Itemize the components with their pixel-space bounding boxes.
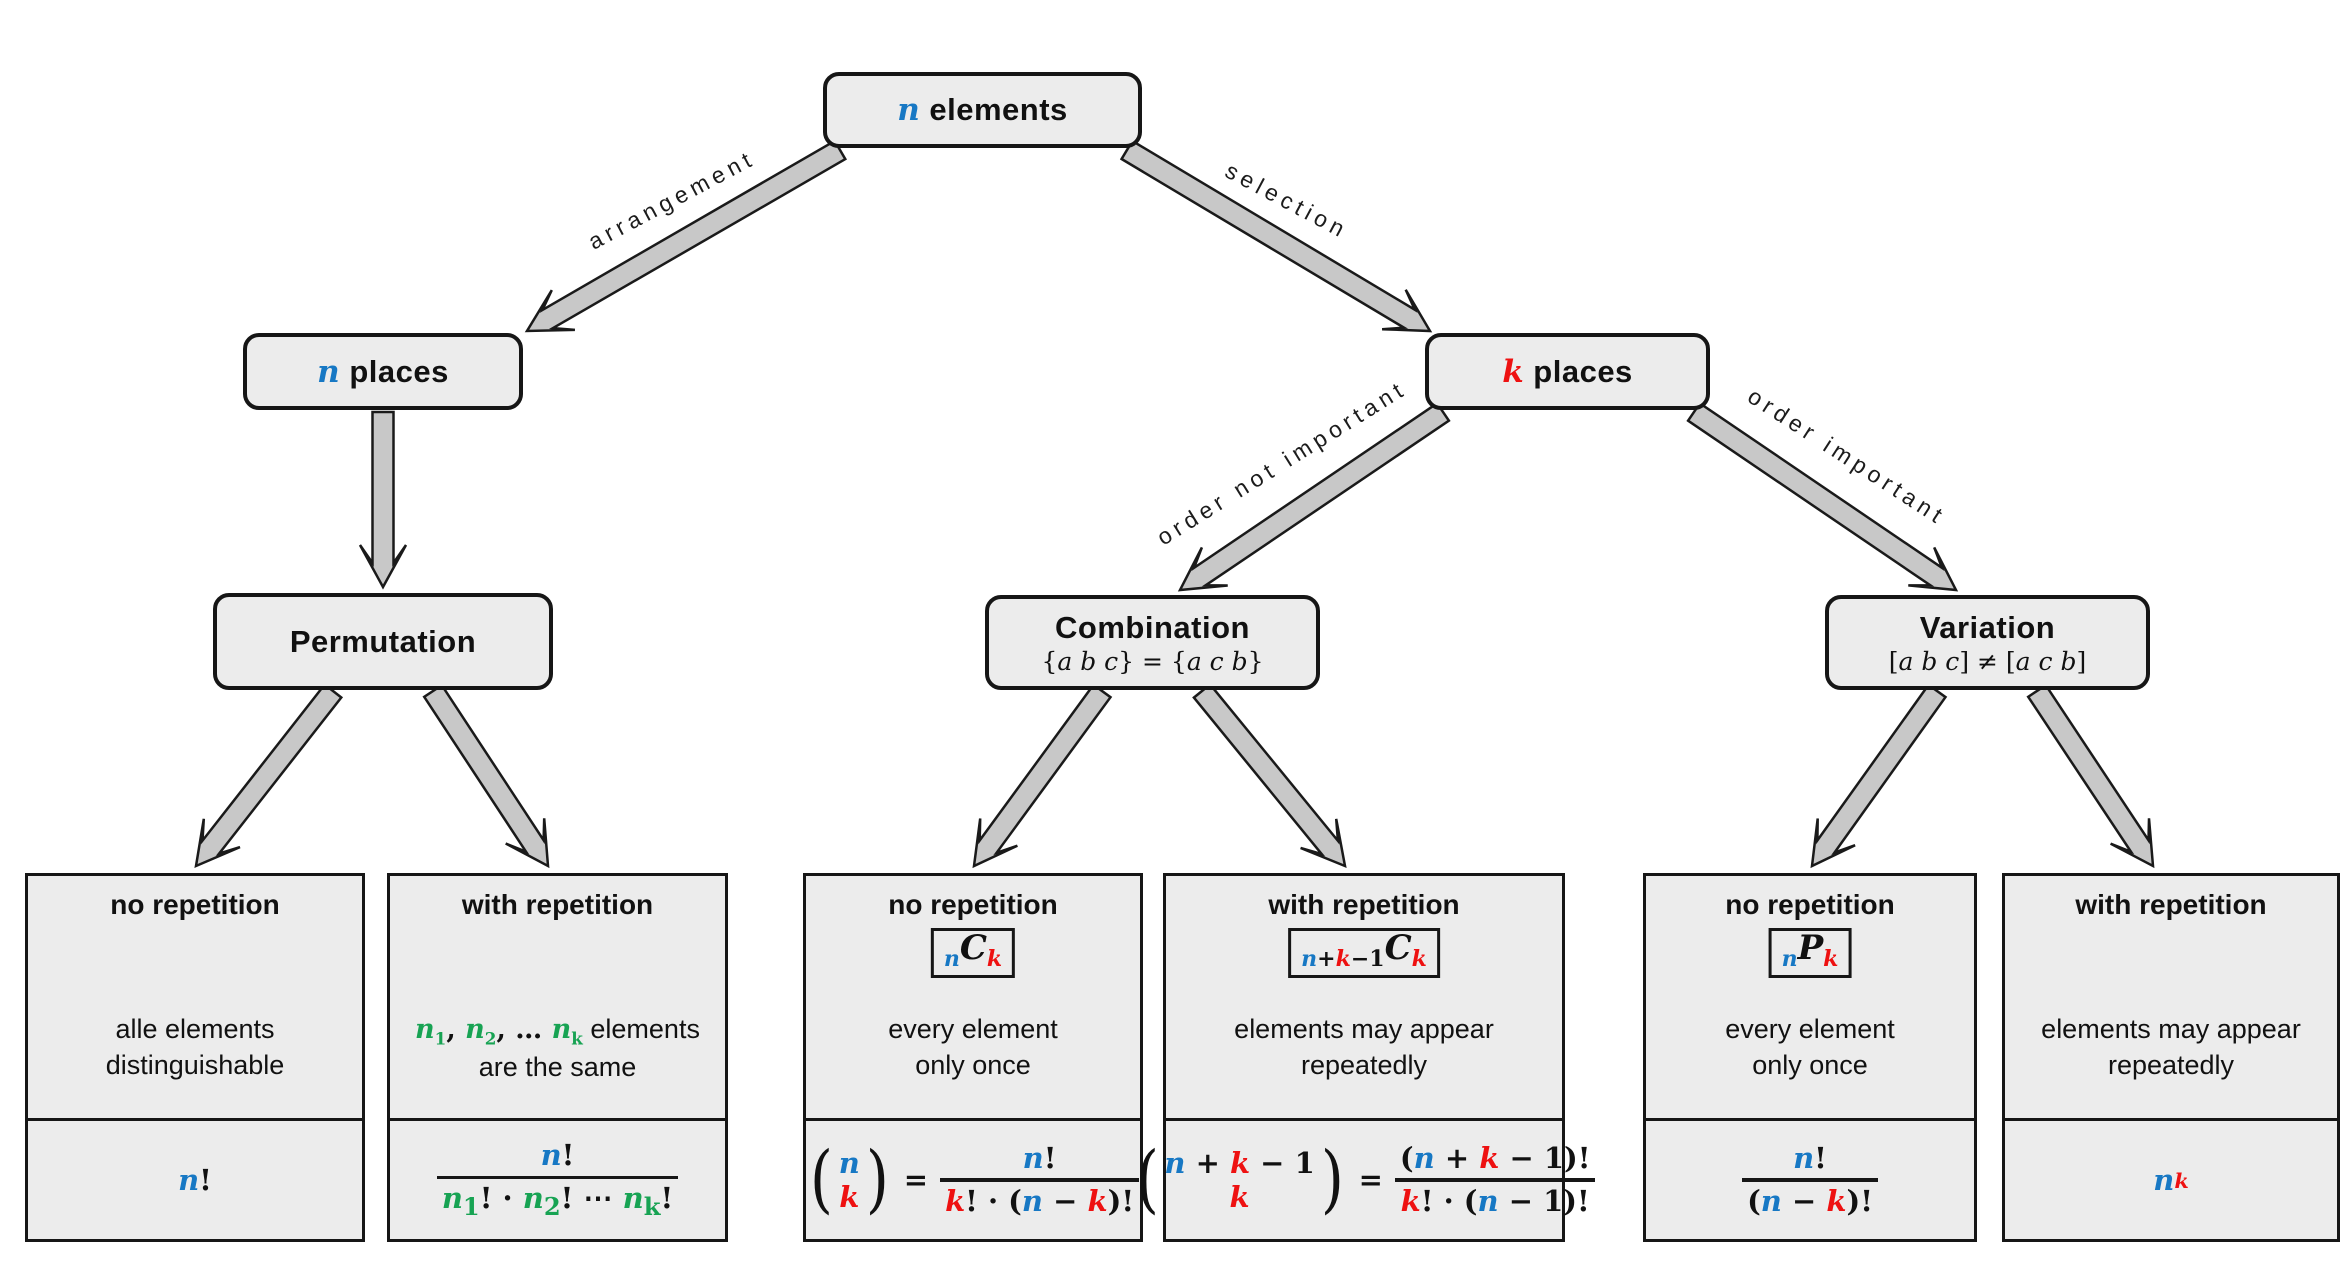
flow-arrow	[1686, 401, 1959, 592]
flow-arrow	[1119, 139, 1433, 333]
leaf-title: no repetition	[110, 889, 280, 920]
leaf-formula: n!(n − k)!	[1646, 1121, 1974, 1239]
leaf-title: no repetition	[1725, 889, 1895, 920]
node-variation: Variation [a b c] ≠ [a c b]	[1825, 595, 2150, 690]
leaf-combination-with-repetition: with repetition n+k−1Ck elements may app…	[1135, 873, 1596, 1242]
leaf-title: no repetition	[888, 889, 1058, 920]
node-title: n places	[317, 353, 449, 390]
leaf-formula: n!	[178, 1163, 212, 1197]
node-n-elements: n elements	[823, 72, 1142, 148]
notation-badge-n+k-1Ck: n+k−1Ck	[1288, 928, 1440, 979]
flow-arrow	[358, 410, 408, 590]
leaf-title: with repetition	[461, 889, 654, 920]
node-permutation: Permutation	[213, 593, 553, 690]
leaf-title: with repetition	[2075, 889, 2267, 920]
node-n-places: n places	[243, 333, 523, 410]
flow-arrow	[2026, 683, 2155, 869]
flow-arrow	[1192, 682, 1347, 869]
flow-arrow	[194, 682, 344, 869]
leaf-formula: n!n1! · n2! ⋯ nk!	[390, 1121, 725, 1239]
notation-badge-nCk: nCk	[930, 928, 1016, 979]
flow-arrow	[972, 683, 1113, 869]
flow-arrow	[422, 683, 550, 869]
flow-arrow	[1177, 401, 1451, 592]
leaf-title: with repetition	[1268, 889, 1460, 920]
node-combination: Combination {a b c} = {a c b}	[985, 595, 1320, 690]
flow-arrow	[1810, 683, 1948, 869]
node-subtitle: {a b c} = {a c b}	[1041, 646, 1264, 676]
node-title: Variation	[1919, 609, 2056, 645]
node-k-places: k places	[1425, 333, 1710, 410]
node-title: Permutation	[289, 623, 477, 659]
flow-arrow	[524, 139, 848, 333]
node-title: k places	[1502, 353, 1633, 390]
notation-badge-nPk: nPk	[1768, 928, 1852, 979]
node-subtitle: [a b c] ≠ [a c b]	[1888, 646, 2087, 676]
node-title: n elements	[897, 92, 1068, 128]
node-title: Combination	[1055, 609, 1250, 645]
